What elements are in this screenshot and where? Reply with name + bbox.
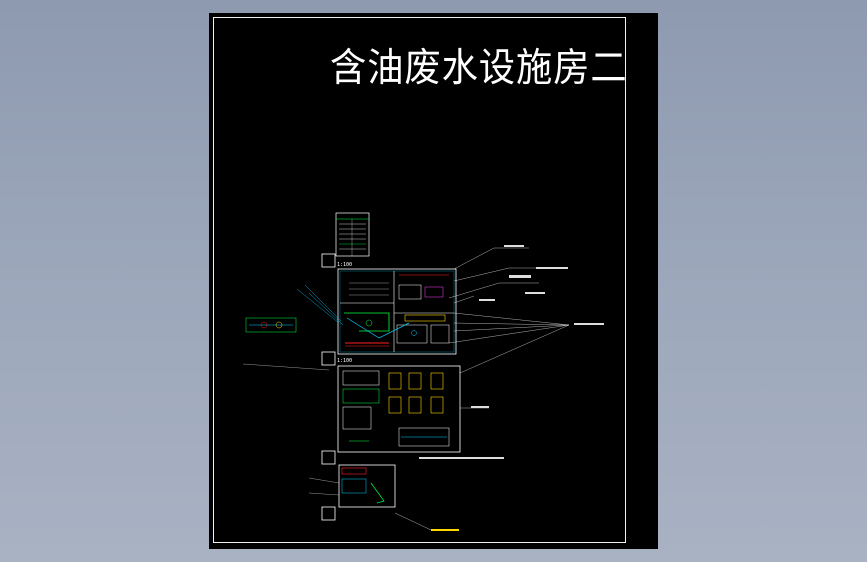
legend-table — [335, 212, 370, 257]
marker-box-2 — [321, 351, 336, 366]
detail-bottom — [308, 464, 396, 508]
leader-lines — [394, 247, 570, 531]
detail-left — [242, 284, 344, 371]
scale-label-2: 1:100 — [337, 358, 352, 364]
scale-label-1: 1:100 — [337, 262, 352, 268]
drawing-content: 1:100 — [242, 212, 604, 531]
plan-view-1 — [337, 268, 457, 355]
marker-box-4 — [321, 506, 336, 521]
marker-box-1 — [321, 253, 336, 268]
plan-view-2 — [337, 365, 461, 453]
cad-drawing-canvas[interactable]: 含油废水设施房二 1:100 — [209, 13, 658, 549]
marker-box-3 — [321, 450, 336, 465]
drawing-frame-border — [213, 17, 626, 543]
note-texts — [419, 245, 604, 531]
drawing-title: 含油废水设施房二 — [330, 46, 628, 91]
